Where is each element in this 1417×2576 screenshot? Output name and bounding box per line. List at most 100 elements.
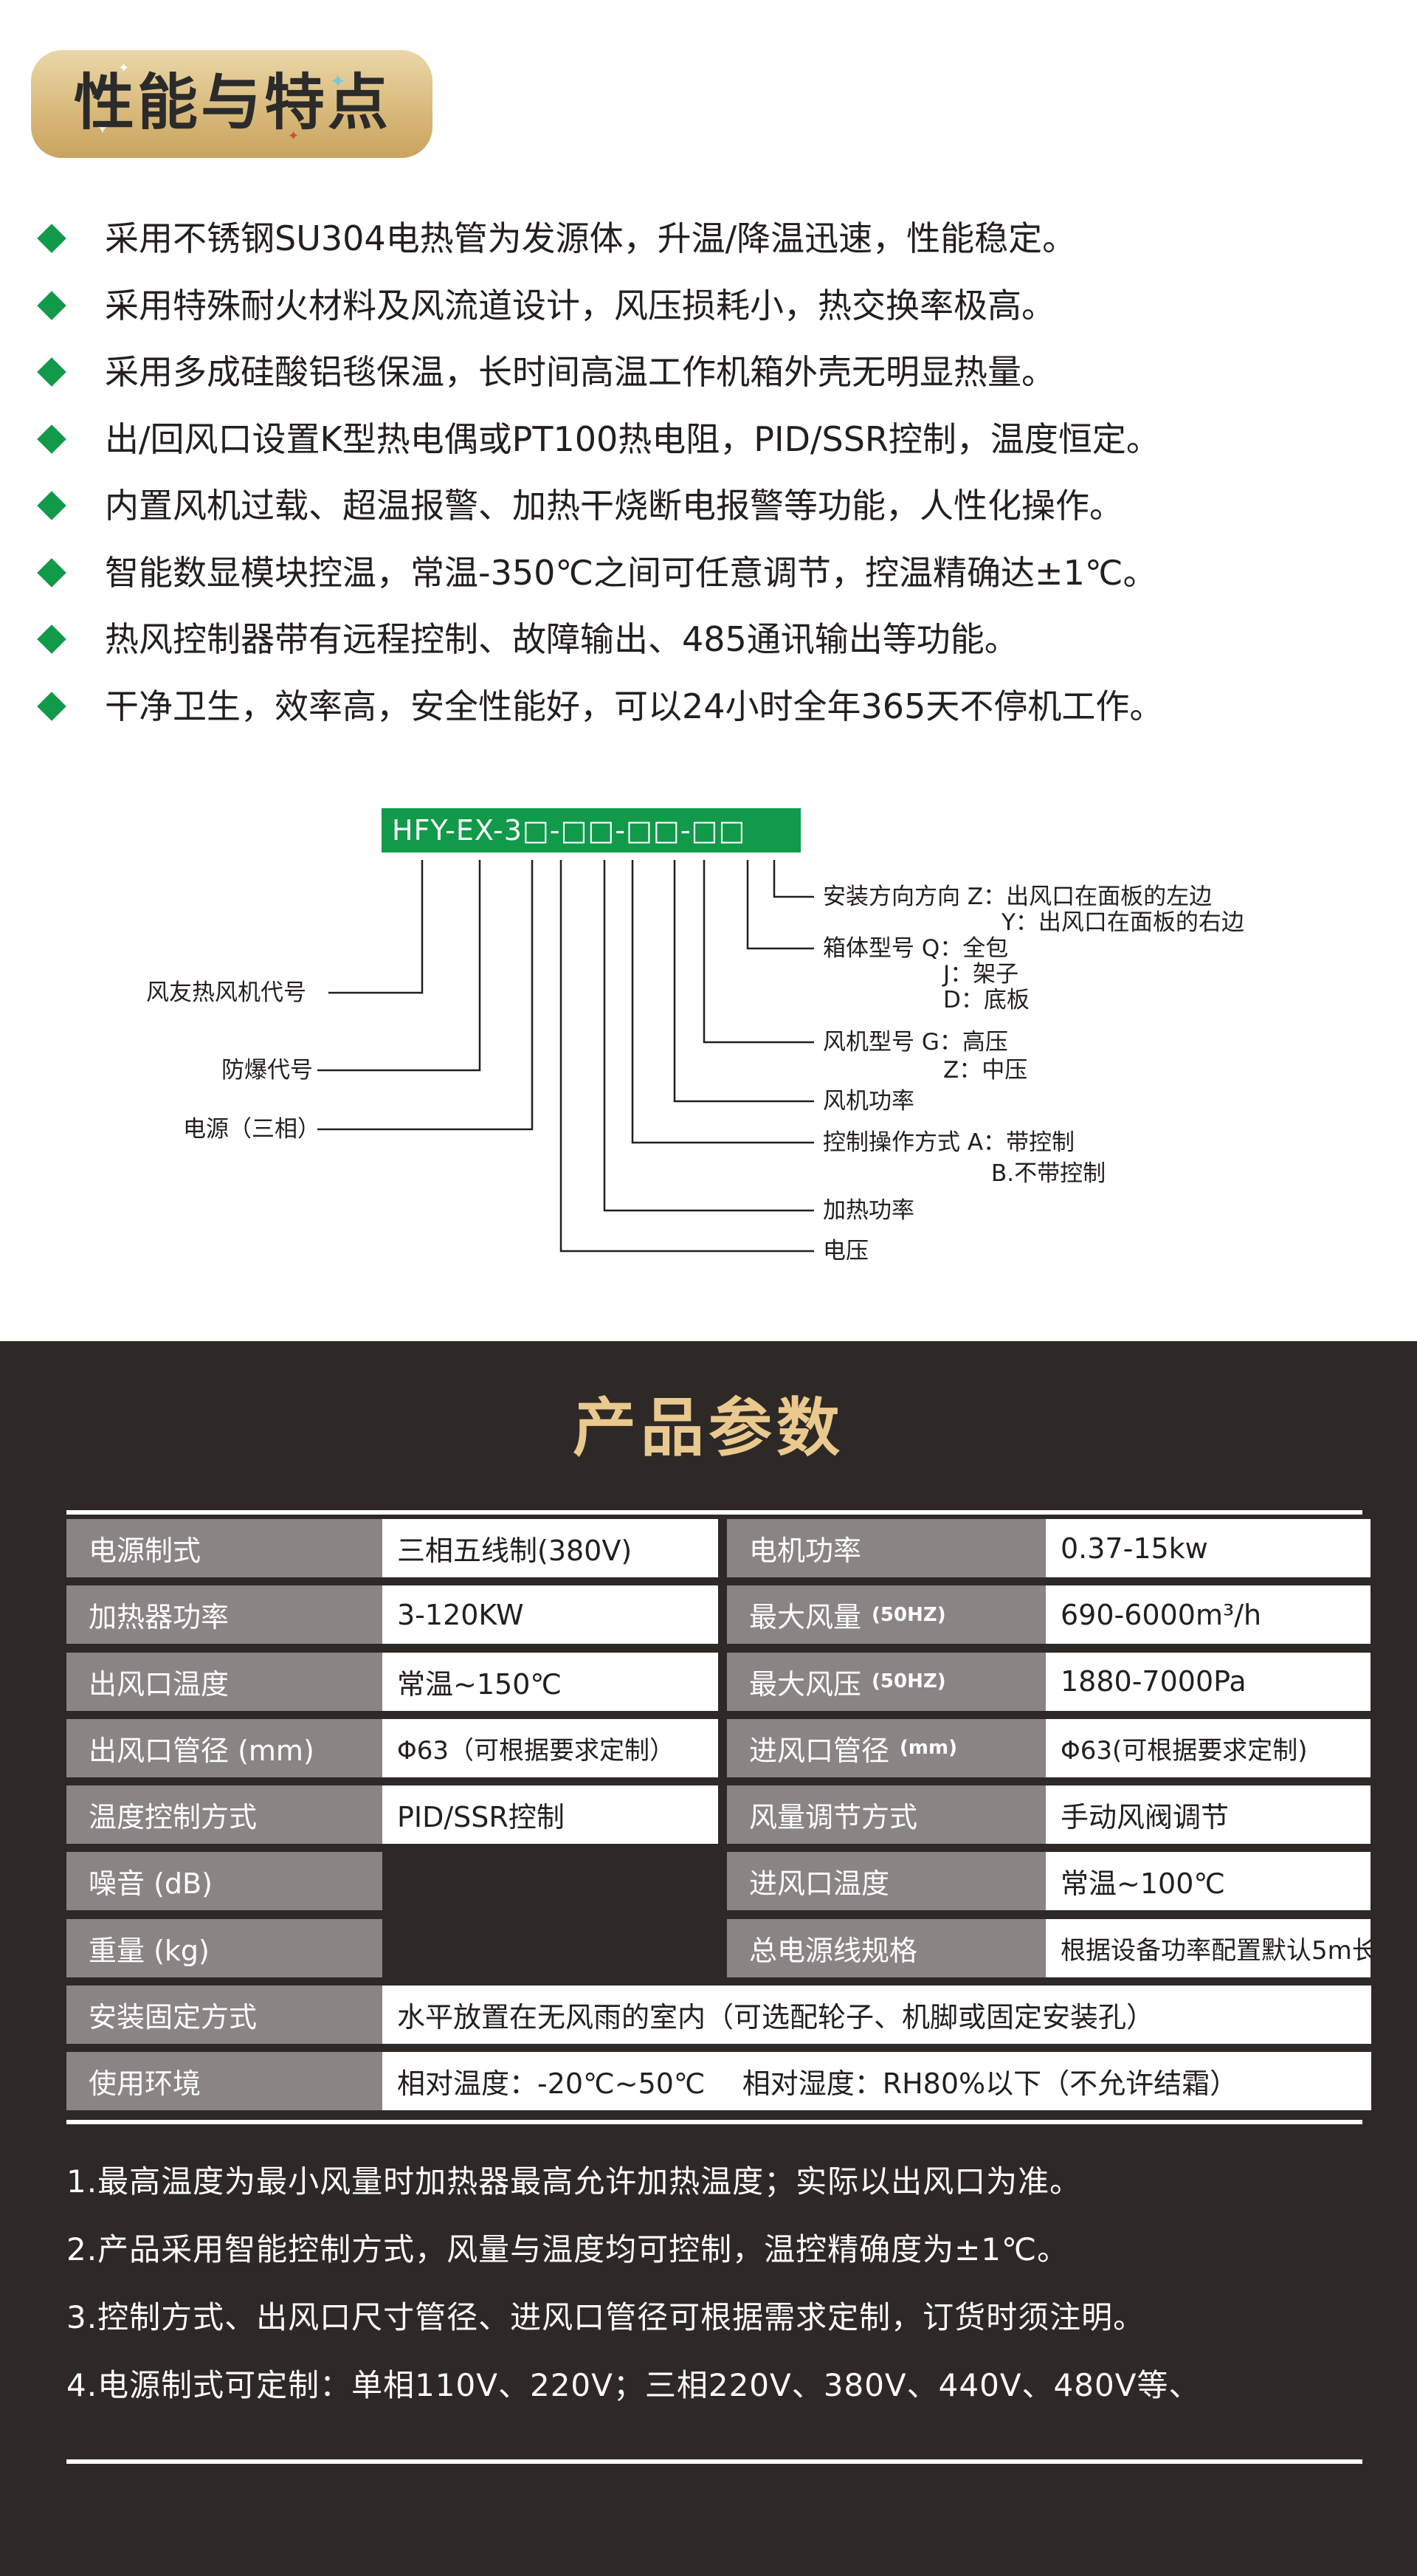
section-badge: ✦ ✦ ✦ ✦ 性能与特点 [31, 50, 432, 158]
param-key-text: 进风口管径 [749, 1734, 890, 1767]
feature-text: 智能数显模块控温，常温-350℃之间可任意调节，控温精确达±1℃。 [105, 552, 1157, 593]
list-item: 干净卫生，效率高，安全性能好，可以24小时全年365天不停机工作。 [37, 673, 1411, 740]
list-item: 出/回风口设置K型热电偶或PT100热电阻，PID/SSR控制，温度恒定。 [37, 406, 1411, 473]
note-item: 1.最高温度为最小风量时加热器最高允许加热温度；实际以出风口为准。 [66, 2163, 1082, 2200]
diagram-label: 风机功率 [823, 1088, 914, 1115]
param-key: 安装固定方式 [66, 1986, 382, 2045]
list-item: 智能数显模块控温，常温-350℃之间可任意调节，控温精确达±1℃。 [37, 540, 1411, 607]
table-row: 出风口管径 (mm) Φ63（可根据要求定制） 进风口管径 (mm) Φ63(可根… [66, 1718, 1371, 1785]
param-key-text: 电机功率 [749, 1535, 862, 1567]
table-row: 使用环境 相对温度：-20℃~50℃ 相对湿度：RH80%以下（不允许结霜） [66, 2052, 1371, 2118]
bullet-diamond-icon [37, 290, 66, 320]
diagram-label: 控制操作方式 A：带控制 [823, 1129, 1075, 1156]
feature-text: 采用特殊耐火材料及风流道设计，风压损耗小，热交换率极高。 [105, 285, 1055, 326]
param-key-unit: (50HZ) [872, 1670, 946, 1693]
feature-list: 采用不锈钢SU304电热管为发源体，升温/降温迅速，性能稳定。 采用特殊耐火材料… [37, 205, 1411, 740]
bullet-diamond-icon [37, 491, 66, 521]
bullet-diamond-icon [37, 224, 66, 254]
param-value: 三相五线制(380V) [382, 1519, 718, 1577]
param-value [382, 1852, 718, 1911]
table-row: 电源制式 三相五线制(380V) 电机功率 0.37-15kw [66, 1519, 1371, 1585]
param-key: 出风口温度 [66, 1652, 382, 1711]
params-title: 产品参数 [573, 1391, 844, 1465]
feature-text: 干净卫生，效率高，安全性能好，可以24小时全年365天不停机工作。 [105, 686, 1164, 726]
bullet-diamond-icon [37, 691, 66, 721]
feature-text: 采用多成硅酸铝毯保温，长时间高温工作机箱外壳无明显热量。 [105, 352, 1055, 393]
bullet-diamond-icon [37, 357, 66, 388]
param-key-text: 进风口温度 [749, 1867, 890, 1901]
params-table: 电源制式 三相五线制(380V) 电机功率 0.37-15kw 加热器功率 3-… [66, 1519, 1371, 2119]
feature-text: 热风控制器带有远程控制、故障输出、485通讯输出等功能。 [105, 619, 1018, 660]
param-key: 电源制式 [66, 1519, 382, 1577]
note-item: 4.电源制式可定制：单相110V、220V；三相220V、380V、440V、4… [66, 2367, 1201, 2403]
param-key: 温度控制方式 [66, 1785, 382, 1845]
note-item: 3.控制方式、出风口尺寸管径、进风口管径可根据需求定制，订货时须注明。 [66, 2299, 1145, 2335]
note-item: 2.产品采用智能控制方式，风量与温度均可控制，温控精确度为±1℃。 [66, 2231, 1069, 2267]
notes-bottom-rule [66, 2459, 1362, 2464]
list-item: 采用不锈钢SU304电热管为发源体，升温/降温迅速，性能稳定。 [37, 205, 1411, 272]
table-row: 加热器功率 3-120KW 最大风量(50HZ) 690-6000m³/h [66, 1585, 1371, 1652]
param-value: 手动风阀调节 [1046, 1785, 1371, 1845]
diagram-label: 防爆代号 [221, 1057, 313, 1084]
param-key: 进风口管径 (mm) [727, 1718, 1046, 1777]
param-value: 690-6000m³/h [1046, 1585, 1371, 1645]
param-key: 最大风量 (50HZ) [727, 1585, 1046, 1645]
sparkle-icon: ✦ [288, 128, 300, 144]
table-row: 温度控制方式 PID/SSR控制 风量调节方式 手动风阀调节 [66, 1785, 1371, 1852]
list-item: 采用特殊耐火材料及风流道设计，风压损耗小，热交换率极高。 [37, 272, 1411, 340]
param-key-unit: (mm) [900, 1737, 957, 1760]
param-key-text: 总电源线规格 [749, 1934, 918, 1967]
param-key: 使用环境 [66, 2052, 382, 2111]
diagram-label: 箱体型号 Q：全包 [823, 935, 1009, 962]
param-key: 重量 (kg) [66, 1918, 382, 1977]
diagram-label: D：底板 [943, 987, 1030, 1013]
table-row: 重量 (kg) 总电源线规格 根据设备功率配置默认5m长 [66, 1918, 1371, 1986]
param-key: 电机功率 [727, 1519, 1046, 1577]
list-item: 热风控制器带有远程控制、故障输出、485通讯输出等功能。 [37, 606, 1411, 673]
param-key-text: 最大风压 [749, 1667, 862, 1701]
diagram-label: 安装方向方向 Z：出风口在面板的左边 [823, 884, 1213, 910]
param-key: 噪音 (dB) [66, 1852, 382, 1911]
diagram-label: 电压 [823, 1238, 869, 1264]
diagram-label: B.不带控制 [991, 1160, 1106, 1187]
param-value: 常温~100℃ [1046, 1852, 1371, 1911]
list-item: 采用多成硅酸铝毯保温，长时间高温工作机箱外壳无明显热量。 [37, 339, 1411, 406]
param-value: 1880-7000Pa [1046, 1652, 1371, 1711]
param-key: 最大风压 (50HZ) [727, 1652, 1046, 1711]
param-value: Φ63（可根据要求定制） [382, 1718, 718, 1777]
diagram-label: 风机型号 G：高压 [823, 1029, 1008, 1055]
param-value: 相对温度：-20℃~50℃ 相对湿度：RH80%以下（不允许结霜） [382, 2052, 1371, 2111]
param-value: 0.37-15kw [1046, 1519, 1371, 1577]
diagram-label: 电源（三相） [183, 1116, 320, 1143]
table-top-rule [66, 1510, 1362, 1515]
section-title: 性能与特点 [74, 68, 392, 138]
param-key-text: 最大风量 [749, 1601, 862, 1634]
bullet-diamond-icon [37, 424, 66, 454]
table-bottom-rule [66, 2120, 1362, 2124]
diagram-label: 加热功率 [823, 1197, 914, 1224]
list-item: 内置风机过载、超温报警、加热干烧断电报警等功能，人性化操作。 [37, 472, 1411, 540]
diagram-label: Z：中压 [943, 1057, 1028, 1084]
param-value: 3-120KW [382, 1585, 718, 1645]
model-code-box: HFY-EX-3□-□□-□□-□□ [382, 808, 801, 853]
param-value: PID/SSR控制 [382, 1785, 718, 1845]
table-row: 出风口温度 常温~150℃ 最大风压 (50HZ) 1880-7000Pa [66, 1652, 1371, 1719]
diagram-label: 风友热风机代号 [146, 979, 306, 1006]
param-key-text: 风量调节方式 [749, 1801, 918, 1834]
table-row: 安装固定方式 水平放置在无风雨的室内（可选配轮子、机脚或固定安装孔） [66, 1986, 1371, 2052]
param-value: Φ63(可根据要求定制) [1046, 1718, 1371, 1777]
notes-list: 1.最高温度为最小风量时加热器最高允许加热温度；实际以出风口为准。 2.产品采用… [66, 2148, 1395, 2420]
param-key: 出风口管径 (mm) [66, 1718, 382, 1777]
param-value: 常温~150℃ [382, 1652, 718, 1711]
param-key-unit: (50HZ) [872, 1603, 946, 1626]
bullet-diamond-icon [37, 557, 66, 588]
diagram-label: J：架子 [943, 961, 1019, 988]
bullet-diamond-icon [37, 624, 66, 655]
param-value [382, 1918, 718, 1977]
feature-text: 出/回风口设置K型热电偶或PT100热电阻，PID/SSR控制，温度恒定。 [105, 419, 1160, 459]
param-value: 水平放置在无风雨的室内（可选配轮子、机脚或固定安装孔） [382, 1986, 1371, 2045]
param-key: 风量调节方式 [727, 1785, 1046, 1845]
diagram-label: Y：出风口在面板的右边 [1001, 909, 1244, 936]
param-key: 总电源线规格 [727, 1918, 1046, 1977]
sparkle-icon: ✦ [94, 117, 111, 139]
